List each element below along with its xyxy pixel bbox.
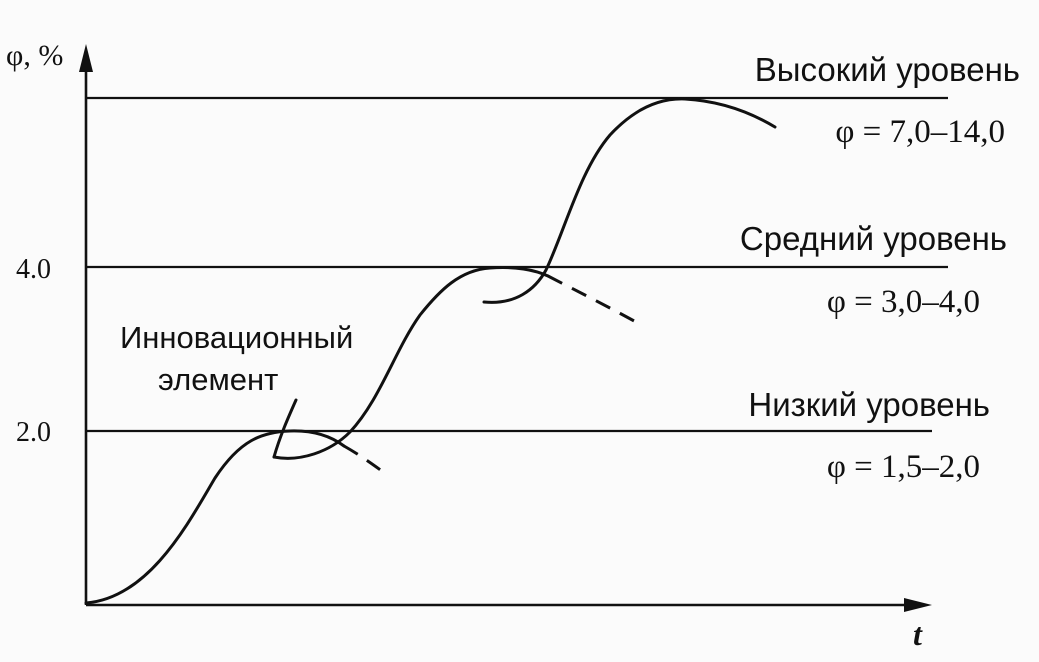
innovation-pointer	[272, 398, 298, 459]
tick-label-2: 2.0	[16, 417, 51, 448]
level-low-name: Низкий уровень	[748, 386, 990, 423]
x-axis-arrow	[904, 598, 932, 612]
s-curve-1-decline	[343, 444, 387, 476]
s-curve-2-decline	[547, 274, 637, 324]
annotation-line2: элемент	[158, 362, 278, 397]
level-medium-name: Средний уровень	[740, 220, 1007, 257]
s-curve-2	[272, 266, 550, 460]
level-high-name: Высокий уровень	[755, 51, 1020, 88]
level-high-range: φ = 7,0–14,0	[835, 114, 1005, 150]
y-axis-label: φ, %	[6, 39, 63, 72]
annotation-line1: Инновационный	[120, 320, 353, 355]
level-low-range: φ = 1,5–2,0	[827, 449, 980, 485]
s-curve-1	[84, 429, 346, 605]
y-axis-arrow	[79, 44, 93, 72]
level-medium-range: φ = 3,0–4,0	[827, 284, 980, 320]
tick-label-4: 4.0	[16, 254, 51, 285]
s-curve-3	[482, 97, 777, 304]
x-axis-label: t	[913, 616, 923, 652]
